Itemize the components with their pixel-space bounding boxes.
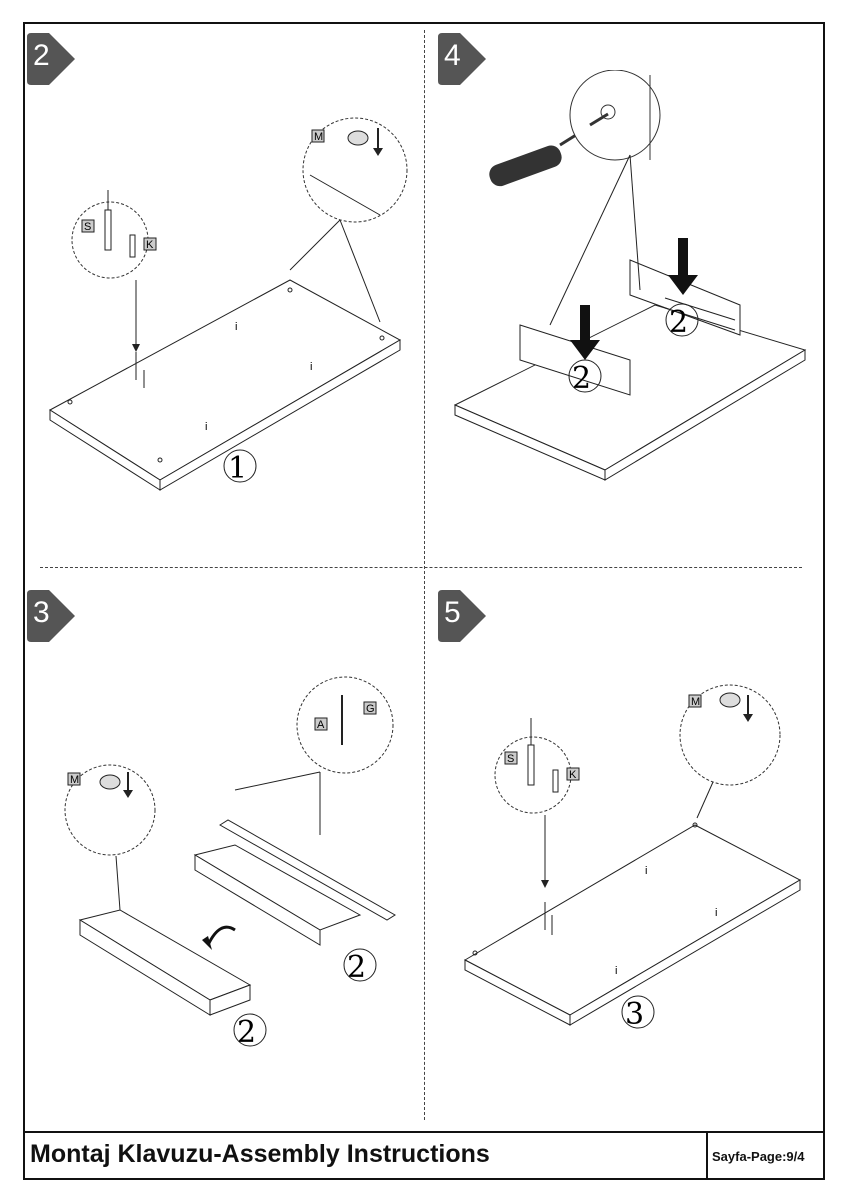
step-4-illustration: 2 2	[453, 70, 807, 481]
svg-text:i: i	[205, 421, 207, 433]
footer-separator	[23, 1131, 825, 1133]
step-3-illustration: M A G 2 2	[64, 676, 396, 1050]
step-2-illustration: i i i S K M 1	[49, 117, 408, 491]
step-number: 5	[444, 596, 461, 629]
page-frame	[23, 22, 825, 1180]
part-number-a: 2	[237, 1015, 256, 1050]
step-badge-2: 2	[27, 33, 79, 85]
part-number-b: 2	[347, 950, 366, 985]
callout-k: K	[146, 239, 154, 251]
svg-text:i: i	[715, 907, 717, 919]
part-number-b: 2	[669, 305, 688, 340]
step-badge-4: 4	[438, 33, 490, 85]
callout-a: A	[317, 719, 325, 731]
part-number-a: 2	[572, 361, 591, 396]
part-number: 1	[228, 451, 247, 486]
step-number: 3	[33, 596, 50, 629]
callout-m: M	[70, 774, 79, 786]
step-5-illustration: i i i S K M 3	[463, 684, 802, 1032]
footer-divider	[706, 1131, 708, 1180]
step-number: 2	[33, 39, 50, 72]
svg-text:i: i	[615, 965, 617, 977]
svg-text:i: i	[310, 361, 312, 373]
step-badge-shape	[438, 590, 486, 642]
callout-g: G	[366, 703, 375, 715]
callout-s: S	[507, 753, 514, 765]
footer-title: Montaj Klavuzu-Assembly Instructions	[30, 1140, 490, 1168]
part-number: 3	[625, 997, 644, 1032]
step-badge-5: 5	[438, 590, 490, 642]
horizontal-divider	[40, 567, 802, 568]
step-badge-shape	[438, 33, 486, 85]
svg-text:i: i	[235, 321, 237, 333]
svg-text:i: i	[645, 865, 647, 877]
callout-m: M	[691, 696, 700, 708]
step-badge-3: 3	[27, 590, 79, 642]
step-badge-shape	[27, 590, 75, 642]
callout-m: M	[314, 131, 323, 143]
callout-s: S	[84, 221, 91, 233]
step-badge-shape	[27, 33, 75, 85]
step-number: 4	[444, 39, 461, 72]
callout-k: K	[569, 769, 577, 781]
footer-page: Sayfa-Page:9/4	[712, 1149, 805, 1164]
vertical-divider	[424, 30, 425, 1120]
